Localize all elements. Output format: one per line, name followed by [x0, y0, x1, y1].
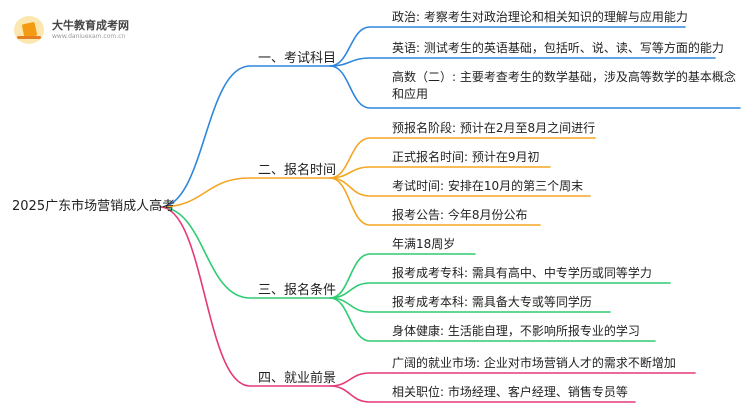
leaf-undergraduate: 报考成考本科: 需具备大专或等同学历	[392, 295, 592, 309]
leaf-pre-registration: 预报名阶段: 预计在2月至8月之间进行	[392, 121, 596, 135]
leaf-job-market: 广阔的就业市场: 企业对市场营销人才的需求不断增加	[392, 356, 676, 370]
brand-name: 大牛教育成考网	[52, 19, 129, 32]
branch-registration-conditions: 三、报名条件	[258, 283, 337, 298]
branch-exam-subjects: 一、考试科目	[258, 51, 337, 66]
leaf-politics: 政治: 考察考生对政治理论和相关知识的理解与应用能力	[392, 10, 688, 24]
leaf-related-positions: 相关职位: 市场经理、客户经理、销售专员等	[392, 385, 628, 399]
branch-connector	[159, 65, 331, 208]
leaf-connector	[329, 282, 671, 299]
leaf-english: 英语: 测试考生的英语基础，包括听、说、读、写等方面的能力	[392, 41, 724, 55]
brand-logo: 大牛教育成考网 www.daniuexam.com.cn	[14, 14, 144, 50]
branch-registration-time: 二、报名时间	[258, 163, 337, 178]
leaf-connector	[329, 65, 741, 109]
leaf-connector	[329, 137, 596, 179]
leaf-formal-registration: 正式报名时间: 预计在9月初	[392, 150, 540, 164]
leaf-exam-time: 考试时间: 安排在10月的第三个周末	[392, 179, 584, 193]
branch-connector	[159, 177, 331, 208]
brand-url: www.daniuexam.com.cn	[52, 33, 126, 40]
branch-connector	[159, 206, 331, 299]
leaf-health: 身体健康: 生活能自理，不影响所报专业的学习	[392, 324, 640, 338]
leaf-connector	[329, 177, 541, 226]
leaf-connector	[329, 57, 716, 67]
leaf-announcement: 报考公告: 今年8月份公布	[392, 208, 528, 222]
leaf-connector	[329, 26, 686, 67]
leaf-connector	[329, 372, 696, 387]
branch-connector	[159, 206, 331, 387]
book-icon	[14, 16, 44, 44]
leaf-connector	[329, 253, 476, 299]
leaf-connector	[329, 297, 656, 342]
mindmap-root: 2025广东市场营销成人高考	[12, 199, 176, 214]
leaf-age: 年满18周岁	[392, 237, 456, 251]
leaf-connector	[329, 166, 551, 179]
leaf-junior-college: 报考成考专科: 需具有高中、中专学历或同等学力	[392, 266, 652, 280]
leaf-math: 高数（二）: 主要考查考生的数学基础，涉及高等数学的基本概念和应用	[392, 70, 736, 101]
branch-career-prospects: 四、就业前景	[258, 371, 337, 386]
leaf-connector	[329, 385, 636, 403]
